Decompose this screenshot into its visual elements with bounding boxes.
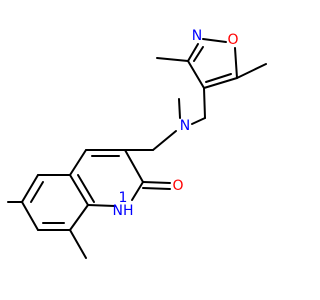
molecule-diagram: N O N O NH 1 [7,28,267,259]
bond-c4-c3 [187,60,205,89]
bond-c5-c4-double [205,73,232,83]
lactam-nh-label: NH [113,203,134,219]
bond-c8a-c4a-inner [77,174,95,203]
amine-nitrogen-label: N [180,118,190,134]
bond-c5-c6-inner [30,181,44,203]
bond-c2-n1 [131,181,144,201]
bond-o-c5 [234,47,238,79]
carbonyl-oxygen-label: O [172,178,183,194]
bond-n-ch2 [152,130,177,151]
bond-c8-methyl [69,229,87,259]
bond-c4a-c4 [69,149,87,176]
bond-c8a-c4a [69,174,89,206]
bond-c6-c7 [21,201,39,231]
bond-c8-c8a [69,204,89,231]
ring-oxygen-label: O [227,32,238,48]
bond-n-methyl [178,98,181,119]
bond-n1-c8a [87,204,116,207]
lactam-h-number-label: 1 [119,190,128,206]
atom-labels: N O N O NH 1 [113,28,239,219]
bond-c4-ch2 [203,87,206,119]
ring-nitrogen-label: N [192,28,202,44]
bond-c3-n [187,43,199,62]
bond-c5-c6 [21,174,39,203]
bonds [7,38,267,259]
bond-c2-o [142,181,171,184]
bond-c2-o-double [142,187,171,190]
bond-c5-methyl [236,63,267,79]
bond-ch2-n [191,117,206,125]
structure-canvas: N O N O NH 1 [7,28,267,259]
bond-c3-methyl [156,57,189,62]
bond-c5-c4 [203,77,238,89]
bond-c3-c2 [124,149,144,183]
bond-n-o [202,38,227,43]
bond-c3-n-double [193,46,204,62]
